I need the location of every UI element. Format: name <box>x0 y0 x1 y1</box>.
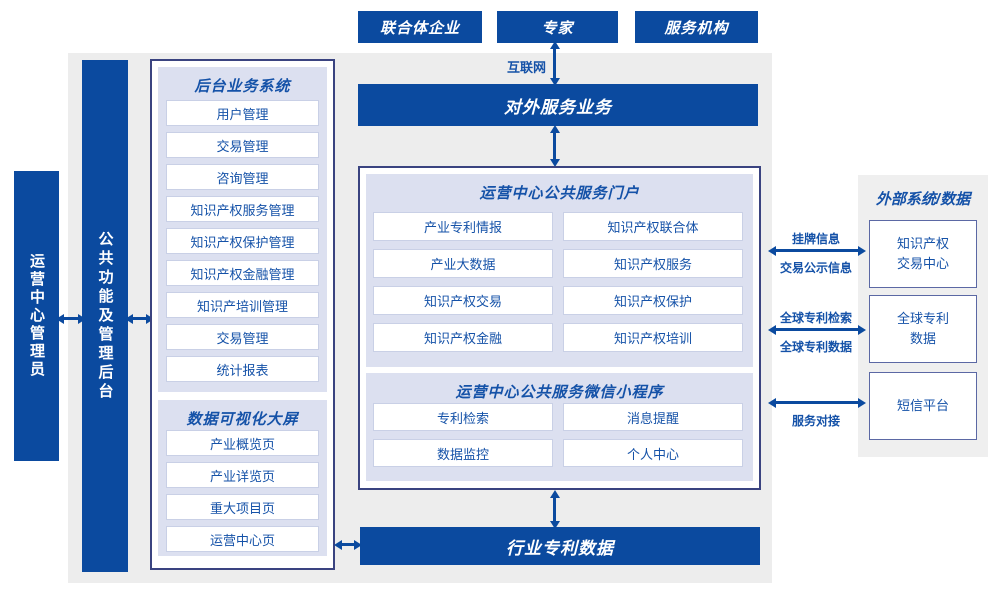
link-global-patent-search-label: 全球专利检索 <box>779 311 852 325</box>
arrow-to-global-patent <box>768 324 866 335</box>
arrow-admin-to-backend <box>56 313 86 324</box>
external-system-label: 短信平台 <box>896 397 949 413</box>
operation-admin-bar: 运营中心管理员 <box>14 171 59 461</box>
industry-patent-bar: 行业专利数据 <box>360 527 760 565</box>
backend-system-item: 知识产权金融管理 <box>166 260 319 286</box>
link-listing-info-label: 挂牌信息 <box>791 232 840 246</box>
actor-consortium-box: 联合体企业 <box>358 11 482 43</box>
arrow-internet-vertical <box>549 41 560 86</box>
actor-consortium-label: 联合体企业 <box>379 19 460 37</box>
dashboard-title: 数据可视化大屏 <box>186 411 299 428</box>
external-service-bar: 对外服务业务 <box>358 84 758 126</box>
external-system-sms: 短信平台 <box>869 372 977 440</box>
internet-label: 互联网 <box>506 60 546 75</box>
portal-item: 知识产权金融 <box>373 323 553 352</box>
industry-patent-label: 行业专利数据 <box>506 538 614 558</box>
arrow-to-ip-exchange <box>768 245 866 256</box>
external-system-ip-exchange: 知识产权交易中心 <box>869 220 977 288</box>
dashboard-item: 产业详览页 <box>166 462 319 488</box>
external-systems-title: 外部系统/数据 <box>875 191 971 208</box>
actor-service-org-label: 服务机构 <box>664 19 729 37</box>
link-trade-public-info-label: 交易公示信息 <box>779 261 852 275</box>
miniprogram-item: 数据监控 <box>373 439 553 467</box>
actor-service-org-box: 服务机构 <box>635 11 758 43</box>
portal-item: 知识产权培训 <box>563 323 743 352</box>
backend-function-bar: 公共功能及管理后台 <box>82 60 128 572</box>
backend-system-item: 知识产权保护管理 <box>166 228 319 254</box>
arrow-to-sms-platform <box>768 397 866 408</box>
actor-expert-box: 专家 <box>497 11 618 43</box>
arrow-dashboard-to-industry <box>334 539 362 550</box>
external-system-label: 全球专利数据 <box>896 310 949 346</box>
arrow-service-to-portal <box>549 125 560 167</box>
external-system-global-patent: 全球专利数据 <box>869 295 977 363</box>
arrow-backend-to-system <box>125 313 154 324</box>
backend-system-title: 后台业务系统 <box>194 78 291 95</box>
backend-system-item: 用户管理 <box>166 100 319 126</box>
portal-item: 知识产权保护 <box>563 286 743 315</box>
dashboard-item: 重大项目页 <box>166 494 319 520</box>
portal-item: 知识产权联合体 <box>563 212 743 241</box>
backend-system-item: 咨询管理 <box>166 164 319 190</box>
backend-system-item: 知识产培训管理 <box>166 292 319 318</box>
actor-expert-label: 专家 <box>541 19 574 37</box>
arrow-portal-to-industry <box>549 490 560 529</box>
portal-item: 产业大数据 <box>373 249 553 278</box>
miniprogram-item: 消息提醒 <box>563 403 743 431</box>
external-service-label: 对外服务业务 <box>504 97 612 117</box>
portal-title: 运营中心公共服务门户 <box>479 185 640 202</box>
backend-system-item: 统计报表 <box>166 356 319 382</box>
miniprogram-item: 个人中心 <box>563 439 743 467</box>
dashboard-item: 产业概览页 <box>166 430 319 456</box>
portal-item: 产业专利情报 <box>373 212 553 241</box>
miniprogram-title: 运营中心公共服务微信小程序 <box>455 384 664 401</box>
backend-system-item: 知识产权服务管理 <box>166 196 319 222</box>
portal-item: 知识产权服务 <box>563 249 743 278</box>
portal-item: 知识产权交易 <box>373 286 553 315</box>
dashboard-item: 运营中心页 <box>166 526 319 552</box>
external-system-label: 知识产权交易中心 <box>896 235 949 271</box>
miniprogram-item: 专利检索 <box>373 403 553 431</box>
link-service-docking-label: 服务对接 <box>791 414 840 428</box>
link-global-patent-data-label: 全球专利数据 <box>779 340 852 354</box>
backend-system-item: 交易管理 <box>166 324 319 350</box>
backend-system-item: 交易管理 <box>166 132 319 158</box>
